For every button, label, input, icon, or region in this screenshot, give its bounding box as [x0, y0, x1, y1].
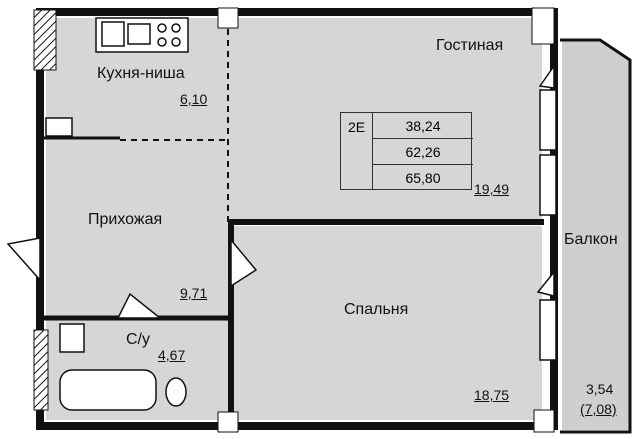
- balcony-door-2: [536, 269, 555, 297]
- stove-burner-icon: [157, 23, 167, 33]
- sink-icon: [101, 21, 125, 47]
- wall-columns: [33, 7, 555, 433]
- column-corner-top-mid: [217, 7, 239, 29]
- living-label: Гостиная: [436, 37, 504, 54]
- drainboard-icon: [127, 23, 151, 45]
- bath-area: 4,67: [158, 347, 186, 363]
- balcony-outline: [560, 38, 632, 434]
- living-area: 19,49: [474, 181, 510, 197]
- kitchen-label: Кухня-ниша: [97, 65, 185, 82]
- bath-sink-icon: [59, 323, 85, 353]
- entry-door: [6, 237, 41, 282]
- kitchen-area: 6,10: [180, 91, 208, 107]
- bath-door: [116, 292, 163, 319]
- balcony-area: 3,54: [586, 381, 614, 397]
- total-area: 62,26: [373, 139, 473, 165]
- apartment-code: 2Е: [341, 113, 373, 189]
- stove-burner-icon: [171, 37, 181, 47]
- window-living-2: [539, 154, 557, 216]
- bath-label: С/у: [126, 331, 150, 348]
- outer-wall: [36, 8, 558, 430]
- bathtub-icon: [59, 369, 157, 411]
- balcony-label: Балкон: [564, 231, 618, 248]
- balcony-floor: [562, 40, 630, 430]
- living-area-total: 38,24: [373, 113, 473, 139]
- balcony-area-alt: (7,08): [580, 401, 617, 417]
- fixtures: [45, 17, 189, 411]
- column-corner-top-right: [531, 7, 555, 45]
- bedroom-label: Спальня: [344, 301, 409, 318]
- bedroom-door: [230, 237, 258, 288]
- total-area-with-balcony: 65,80: [405, 170, 441, 186]
- column-corner-mid: [217, 411, 239, 433]
- bedroom-floor: [234, 226, 542, 420]
- hall-area: 9,71: [180, 285, 208, 301]
- walls: [36, 8, 632, 434]
- window-bedroom: [539, 299, 557, 361]
- doors: [6, 63, 555, 319]
- area-summary-table: 2Е 38,24 62,26 65,80: [340, 112, 473, 190]
- column-corner-bottom-right: [533, 409, 555, 433]
- stove-burner-icon: [157, 37, 167, 47]
- balcony-door: [538, 63, 555, 89]
- living-floor: [228, 18, 542, 220]
- column-left-top: [33, 9, 57, 71]
- hall-floor: [46, 138, 228, 316]
- toilet-icon: [165, 377, 187, 407]
- stove-burner-icon: [171, 23, 181, 33]
- hall-label: Прихожая: [88, 211, 163, 228]
- windows: [539, 89, 557, 361]
- room-floors: [46, 18, 630, 430]
- bedroom-area: 18,75: [474, 387, 510, 403]
- window-living: [539, 89, 557, 151]
- vent-shaft: [45, 117, 73, 137]
- column-left-bottom: [33, 329, 49, 411]
